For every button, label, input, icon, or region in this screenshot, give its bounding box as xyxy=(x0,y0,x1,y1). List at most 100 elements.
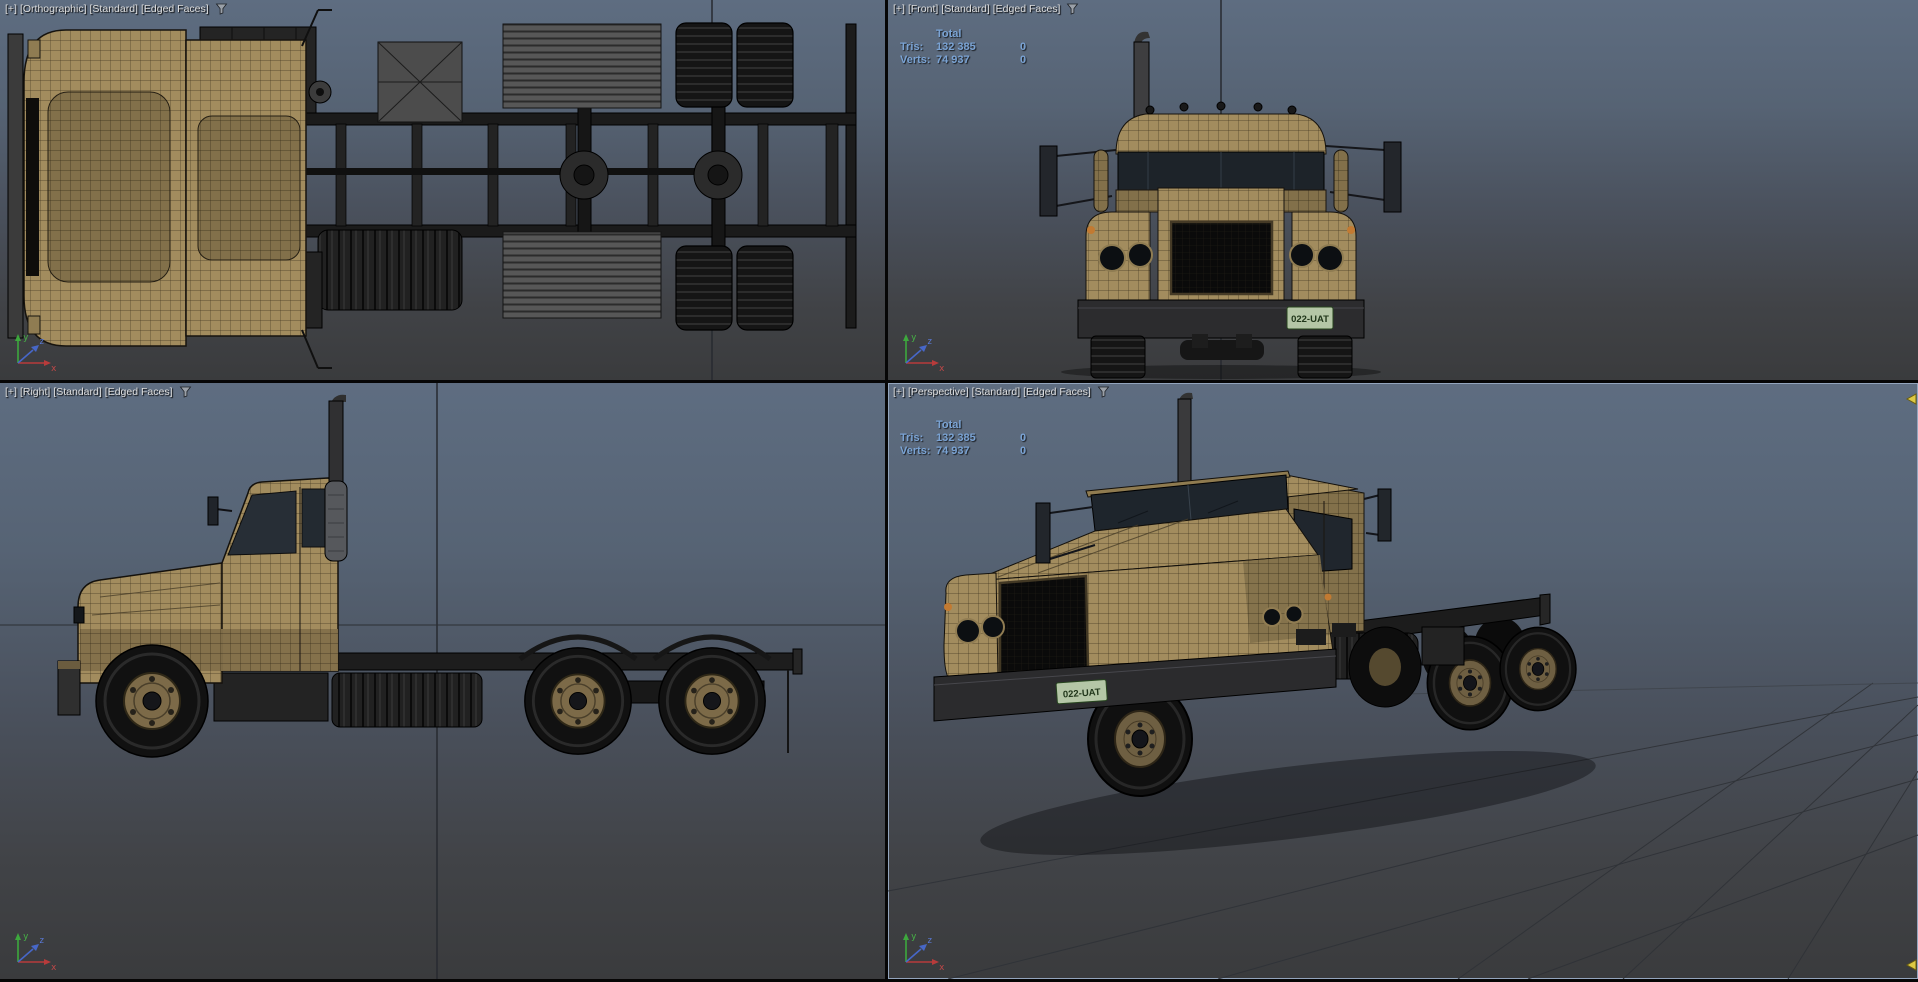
ground-shadow xyxy=(980,750,1596,856)
cab-step xyxy=(1296,629,1326,645)
stats-total-header: Total xyxy=(936,28,962,40)
scene-perspective-view[interactable]: 022-UAT xyxy=(888,383,1918,979)
stats-tris-label: Tris: xyxy=(900,41,924,53)
stats-total-header: Total xyxy=(936,419,962,431)
windshield xyxy=(227,490,297,556)
axis-z-label: z xyxy=(39,936,44,946)
viewport-general-menu[interactable]: [+] xyxy=(5,3,17,15)
viewport-menu-bar: [+] [Front] [Standard] [Edged Faces] xyxy=(893,3,1079,15)
truck-front-view[interactable]: 022-UAT xyxy=(1039,31,1402,379)
front-tire xyxy=(1297,335,1353,379)
cab-and-hood-top xyxy=(7,9,332,369)
axis-tripod: x y z xyxy=(15,932,57,973)
stats-verts-label: Verts: xyxy=(900,445,931,457)
cab-roof xyxy=(1115,113,1327,155)
scene-side-view[interactable] xyxy=(0,383,885,979)
grille xyxy=(1169,220,1274,296)
truck-top-view[interactable] xyxy=(7,9,857,369)
viewport-right[interactable]: [+] [Right] [Standard] [Edged Faces] x y… xyxy=(0,383,885,979)
viewport-front[interactable]: 022-UAT [+] [Front] [Standard] [Edged Fa… xyxy=(888,0,1918,380)
exhaust-stack xyxy=(1177,392,1193,490)
viewport-pov-menu[interactable]: [Right] xyxy=(19,386,51,398)
viewport-general-menu[interactable]: [+] xyxy=(5,386,17,398)
front-bumper xyxy=(933,648,1337,722)
viewport-style-menu[interactable]: [Edged Faces] xyxy=(140,3,209,15)
viewport-style-menu[interactable]: [Edged Faces] xyxy=(1023,386,1091,398)
cab-and-hood-side xyxy=(57,477,339,716)
per-view-filter-icon[interactable] xyxy=(215,3,228,15)
viewport-perspective-active[interactable]: 022-UAT [+] [Perspective] [Standard] [Ed… xyxy=(888,383,1918,979)
stats-verts-selected: 0 xyxy=(1020,54,1027,66)
viewport-clipping-handle-bottom[interactable] xyxy=(1905,959,1917,971)
axis-y-label: y xyxy=(911,932,917,942)
stats-verts-value: 74 937 xyxy=(936,54,970,66)
headlight xyxy=(73,606,85,624)
axis-x-label: x xyxy=(939,963,945,973)
svg-text:022-UAT: 022-UAT xyxy=(1291,314,1329,325)
rear-wheel xyxy=(1498,626,1578,712)
stats-tris-selected: 0 xyxy=(1020,41,1027,53)
truck-perspective-view[interactable]: 022-UAT xyxy=(933,392,1578,798)
mirror-arms xyxy=(301,9,332,369)
viewport-general-menu[interactable]: [+] xyxy=(893,3,905,15)
scene-top-view[interactable] xyxy=(0,0,885,380)
front-wheel xyxy=(94,643,210,759)
axis-tripod: x y z xyxy=(903,932,945,973)
stats-verts-selected: 0 xyxy=(1020,445,1027,457)
viewport-menu-bar: [+] [Perspective] [Standard] [Edged Face… xyxy=(893,386,1110,398)
marker-light xyxy=(944,603,952,611)
per-view-filter-icon[interactable] xyxy=(1097,386,1110,398)
deck-plate xyxy=(502,23,662,109)
per-view-filter-icon[interactable] xyxy=(1066,3,1079,15)
viewport-shading-menu[interactable]: [Standard] xyxy=(53,386,102,398)
axis-z-label: z xyxy=(39,337,44,347)
viewport-pov-menu[interactable]: [Perspective] xyxy=(907,386,969,398)
viewport-menu-bar: [+] [Orthographic] [Standard] [Edged Fac… xyxy=(5,3,228,15)
axis-z-label: z xyxy=(927,936,932,946)
axis-y-label: y xyxy=(23,932,29,942)
viewport-style-menu[interactable]: [Edged Faces] xyxy=(992,3,1061,15)
axis-x-label: x xyxy=(51,963,57,973)
license-plate: 022-UAT xyxy=(1055,679,1108,705)
grille xyxy=(998,574,1090,677)
axis-x-label: x xyxy=(939,364,945,374)
fuel-tank xyxy=(331,672,483,728)
viewport-shading-menu[interactable]: [Standard] xyxy=(89,3,138,15)
viewport-shading-menu[interactable]: [Standard] xyxy=(941,3,990,15)
roof-marker-lights xyxy=(1145,101,1297,115)
scene-front-view[interactable]: 022-UAT xyxy=(888,0,1918,380)
viewport-pov-menu[interactable]: [Orthographic] xyxy=(19,3,87,15)
axis-y-label: y xyxy=(23,333,29,343)
rear-dual-tires xyxy=(675,22,794,331)
headache-rack xyxy=(377,41,463,123)
axis-tripod: x y z xyxy=(15,333,57,374)
axis-y-label: y xyxy=(911,333,917,343)
rear-fender xyxy=(518,634,638,661)
rear-fender xyxy=(652,634,772,661)
mirror xyxy=(207,496,219,526)
viewport-orthographic[interactable]: [+] [Orthographic] [Standard] [Edged Fac… xyxy=(0,0,885,380)
deck-plate xyxy=(502,231,662,319)
viewport-general-menu[interactable]: [+] xyxy=(893,386,905,398)
viewport-clipping-handle-top[interactable] xyxy=(1905,393,1917,405)
stats-verts-value: 74 937 xyxy=(936,445,970,457)
stats-tris-label: Tris: xyxy=(900,432,924,444)
rear-wheel xyxy=(523,646,633,756)
license-plate: 022-UAT xyxy=(1286,306,1334,330)
viewport-shading-menu[interactable]: [Standard] xyxy=(971,386,1021,398)
per-view-filter-icon[interactable] xyxy=(179,386,192,398)
mirrors xyxy=(1035,488,1392,564)
marker-light xyxy=(1087,226,1095,234)
headlights xyxy=(955,604,1304,644)
marker-light xyxy=(1324,593,1332,601)
svg-text:022-UAT: 022-UAT xyxy=(1063,687,1102,701)
viewport-style-menu[interactable]: [Edged Faces] xyxy=(104,386,173,398)
truck-side-view[interactable] xyxy=(57,394,803,759)
axis-tripod: x y z xyxy=(903,333,945,374)
viewport-pov-menu[interactable]: [Front] xyxy=(907,3,939,15)
cab-body xyxy=(943,470,1392,684)
mirrors xyxy=(1039,141,1402,217)
